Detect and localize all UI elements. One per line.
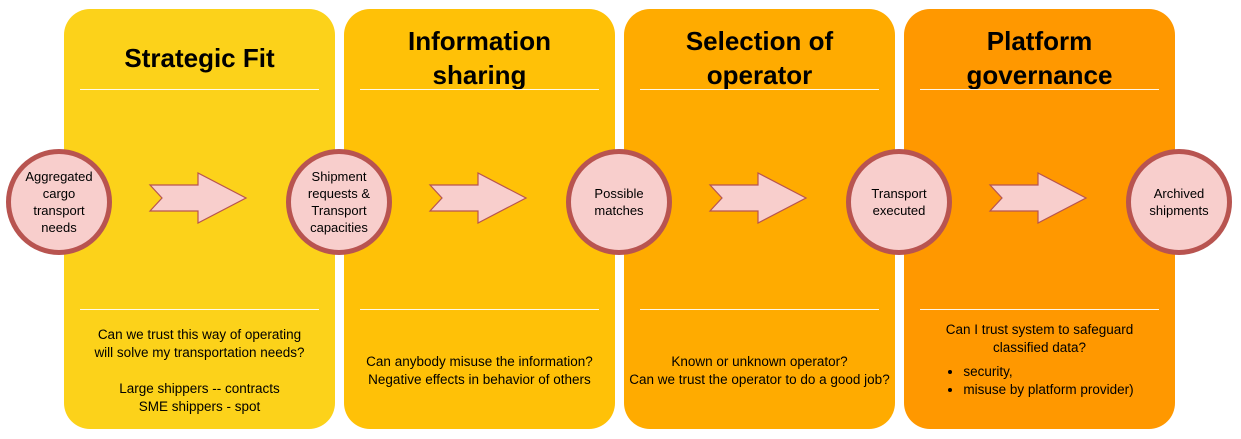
node-transport-executed: Transport executed — [846, 149, 952, 255]
stage-questions: Known or unknown operator? Can we trust … — [624, 313, 895, 429]
divider — [640, 89, 879, 90]
flow-arrow — [988, 172, 1088, 224]
bullet-item: security, — [963, 363, 1133, 381]
stage-questions: Can we trust this way of operating will … — [64, 313, 335, 429]
stage-question-text: Can anybody misuse the information? Nega… — [366, 354, 593, 387]
bullet-list: security, misuse by platform provider) — [945, 363, 1133, 399]
stage-question-text: Can we trust this way of operating will … — [94, 327, 305, 414]
node-possible-matches: Possible matches — [566, 149, 672, 255]
flow-arrow — [708, 172, 808, 224]
divider — [640, 309, 879, 310]
stage-questions: Can I trust system to safeguard classifi… — [904, 321, 1175, 429]
node-shipment-requests: Shipment requests & Transport capacities — [286, 149, 392, 255]
divider — [920, 309, 1159, 310]
stage-title: Selection of operator — [685, 26, 834, 90]
stage-questions: Can anybody misuse the information? Nega… — [344, 313, 615, 429]
divider — [360, 309, 599, 310]
stage-title: Strategic Fit — [124, 43, 275, 73]
bullet-item: misuse by platform provider) — [963, 381, 1133, 399]
stage-question-text: Can I trust system to safeguard classifi… — [945, 322, 1134, 355]
node-archived-shipments: Archived shipments — [1126, 149, 1232, 255]
stage-title: Information sharing — [408, 26, 551, 90]
flow-arrow — [148, 172, 248, 224]
flow-arrow — [428, 172, 528, 224]
divider — [360, 89, 599, 90]
divider — [80, 89, 319, 90]
node-aggregated-needs: Aggregated cargo transport needs — [6, 149, 112, 255]
divider — [920, 89, 1159, 90]
divider — [80, 309, 319, 310]
stage-title: Platform governance — [966, 26, 1113, 90]
stage-question-text: Known or unknown operator? Can we trust … — [629, 354, 890, 387]
